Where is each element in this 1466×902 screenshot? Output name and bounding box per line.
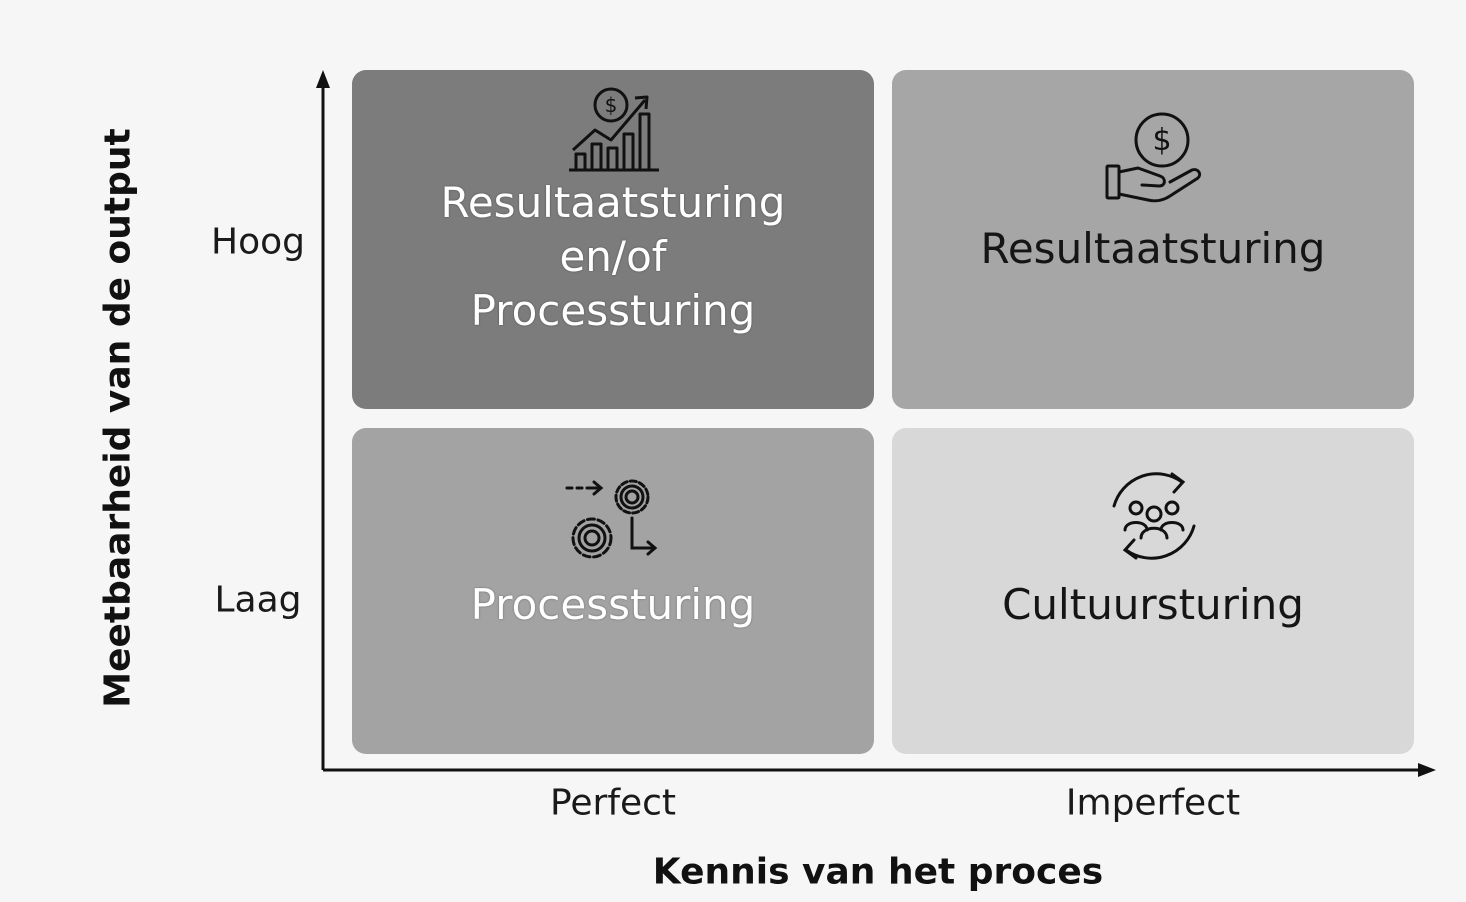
svg-text:$: $ xyxy=(1152,123,1171,158)
hand-holding-dollar-icon: $ xyxy=(1105,112,1202,203)
x-tick-perfect: Perfect xyxy=(549,782,677,824)
y-axis-arrow xyxy=(316,70,330,88)
quadrant-bottom-right: Cultuursturing xyxy=(892,428,1414,754)
quadrant-bottom-right-label: Cultuursturing xyxy=(1002,580,1304,629)
x-axis-title: Kennis van het proces xyxy=(652,851,1104,893)
quadrant-bottom-left: Processturing xyxy=(352,428,874,754)
y-tick-high: Hoog xyxy=(211,221,305,263)
growth-chart-dollar-icon: $ xyxy=(569,87,659,172)
quadrant-bottom-left-label: Processturing xyxy=(470,580,756,629)
quadrant-top-left-line3: Processturing xyxy=(470,286,756,335)
gears-process-icon xyxy=(565,479,658,559)
quadrant-top-right-label: Resultaatsturing xyxy=(980,224,1326,273)
quadrant-top-left: $ Resultaatsturing en/of Processturing xyxy=(352,70,874,409)
svg-text:$: $ xyxy=(605,93,618,117)
quadrant-top-left-line1: Resultaatsturing xyxy=(440,178,786,227)
quadrant-top-left-line2: en/of xyxy=(559,232,667,281)
people-cycle-icon xyxy=(1112,472,1196,560)
y-axis-title: Meetbaarheid van de output xyxy=(97,128,139,708)
y-tick-low: Laag xyxy=(214,579,302,621)
x-tick-imperfect: Imperfect xyxy=(1065,782,1241,824)
x-axis-arrow xyxy=(1418,763,1436,777)
quadrant-top-right: $ Resultaatsturing xyxy=(892,70,1414,409)
